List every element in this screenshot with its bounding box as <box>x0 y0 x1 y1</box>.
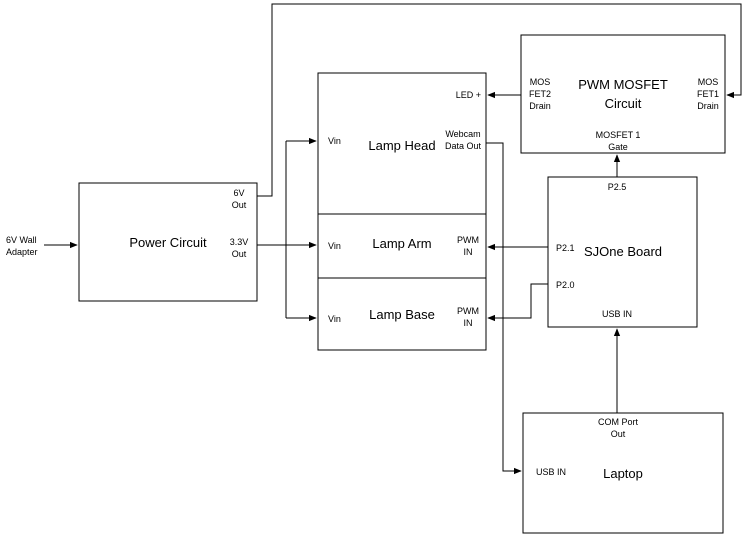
laptop-usb-in: USB IN <box>536 467 566 477</box>
laptop-block: Laptop USB IN COM Port Out <box>522 412 724 534</box>
pwm-mosfet-title-2: Circuit <box>605 96 642 111</box>
power-3v3-out-label-2: Out <box>232 249 247 259</box>
lamp-arm-block: Lamp Arm Vin PWM IN <box>317 213 487 279</box>
wire-p20-to-lamp-base <box>487 283 548 322</box>
pwm-mosfet-title-1: PWM MOSFET <box>578 77 668 92</box>
laptop-title: Laptop <box>603 466 643 481</box>
lamp-head-title: Lamp Head <box>368 138 435 153</box>
laptop-com-port-1: COM Port <box>598 417 639 427</box>
mosfet1-gate-1: MOSFET 1 <box>596 130 641 140</box>
lamp-base-title: Lamp Base <box>369 307 435 322</box>
wire-webcam-to-laptop <box>486 142 522 475</box>
lamp-arm-pwm-2: IN <box>464 247 473 257</box>
laptop-com-port-2: Out <box>611 429 626 439</box>
lamp-head-webcam-2: Data Out <box>445 141 482 151</box>
mosfet1-drain-1: MOS <box>698 77 719 87</box>
lamp-base-pwm-2: IN <box>464 318 473 328</box>
lamp-base-block: Lamp Base Vin PWM IN <box>317 277 487 351</box>
wire-6v-to-mosfet1 <box>257 3 742 197</box>
mosfet1-drain-2: FET1 <box>697 89 719 99</box>
lamp-head-block: Lamp Head Vin LED + Webcam Data Out <box>317 72 487 215</box>
wall-adapter-label-1: 6V Wall <box>6 235 37 245</box>
mosfet2-drain-3: Drain <box>529 101 551 111</box>
sjone-board-title: SJOne Board <box>584 244 662 259</box>
sjone-p20: P2.0 <box>556 280 575 290</box>
lamp-base-vin: Vin <box>328 314 341 324</box>
power-6v-out-label-2: Out <box>232 200 247 210</box>
lamp-head-webcam-1: Webcam <box>445 129 480 139</box>
power-circuit-block: Power Circuit 6V Out 3.3V Out <box>78 182 258 302</box>
sjone-usb-in: USB IN <box>602 309 632 319</box>
lamp-arm-vin: Vin <box>328 241 341 251</box>
lamp-arm-title: Lamp Arm <box>372 236 431 251</box>
sjone-p25: P2.5 <box>608 182 627 192</box>
lamp-head-vin: Vin <box>328 136 341 146</box>
connections <box>44 3 742 475</box>
sjone-board-block: SJOne Board P2.5 P2.1 P2.0 USB IN <box>547 176 698 328</box>
lamp-base-pwm-1: PWM <box>457 306 479 316</box>
mosfet1-gate-2: Gate <box>608 142 628 152</box>
power-6v-out-label-1: 6V <box>233 188 244 198</box>
mosfet2-drain-2: FET2 <box>529 89 551 99</box>
lamp-head-led-plus: LED + <box>456 90 481 100</box>
power-3v3-out-label-1: 3.3V <box>230 237 249 247</box>
mosfet2-drain-1: MOS <box>530 77 551 87</box>
lamp-arm-pwm-1: PWM <box>457 235 479 245</box>
pwm-mosfet-block: PWM MOSFET Circuit MOS FET2 Drain MOS FE… <box>520 34 726 154</box>
power-circuit-title: Power Circuit <box>129 235 207 250</box>
mosfet1-drain-3: Drain <box>697 101 719 111</box>
sjone-p21: P2.1 <box>556 243 575 253</box>
wall-adapter-label: 6V Wall Adapter <box>6 235 38 257</box>
wall-adapter-label-2: Adapter <box>6 247 38 257</box>
